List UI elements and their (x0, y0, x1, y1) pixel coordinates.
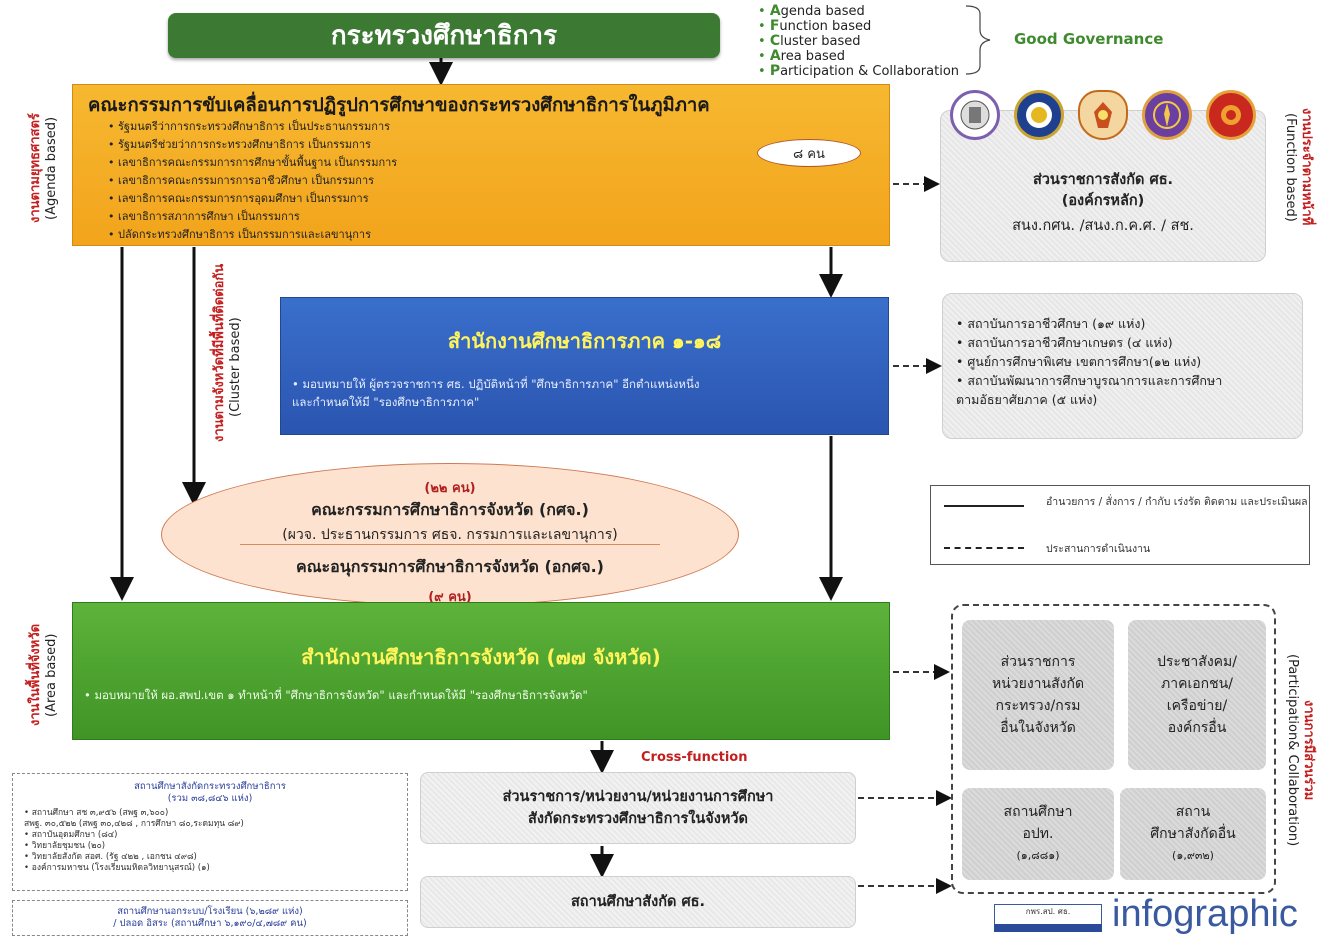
list-item: • สถานศึกษา สช ๓,๙๕๖ (สพฐ ๓,๖๐๐) (24, 808, 169, 818)
governance-item: • Cluster based (758, 33, 861, 50)
other-agencies-box: ส่วนราชการหน่วยงานสังกัด กระทรวง/กรมอื่น… (962, 620, 1114, 770)
agency-seal-icon (950, 90, 1000, 140)
participation-group (951, 604, 1276, 894)
governance-item: • Area based (758, 48, 846, 65)
list-item: • สถาบันพัฒนาการศึกษาบูรณาการและการศึกษา (956, 373, 1223, 388)
list-item: • เลขาธิการสภาการศึกษา เป็นกรรมการ (108, 210, 300, 223)
legend-solid-label: อำนวยการ / สั่งการ / กำกับ เร่งรัด ติดตา… (1046, 496, 1308, 508)
list-item: • รัฐมนตรีช่วยว่าการกระทรวงศึกษาธิการ เป… (108, 138, 371, 151)
participation-side-label: งานการมีส่วนร่วม(Participation& Collabor… (1285, 653, 1316, 847)
infographic-brand: infographic (1112, 893, 1298, 935)
agency-seal-icon (1078, 90, 1128, 140)
list-item: • รัฐมนตรีว่าการกระทรวงศึกษาธิการ เป็นปร… (108, 120, 391, 133)
agency-title: ส่วนราชการสังกัด ศธ. (องค์กรหลัก) (1032, 172, 1174, 209)
legend-dashed-line (944, 547, 1024, 549)
civil-society-box: ประชาสังคม/ภาคเอกชน/ เครือข่าย/องค์กรอื่… (1128, 620, 1266, 770)
committee-member-list: • รัฐมนตรีว่าการกระทรวงศึกษาธิการ เป็นปร… (108, 118, 397, 244)
provincial-units-box: ส่วนราชการ/หน่วยงาน/หน่วยงานการศึกษา สัง… (420, 772, 856, 844)
nonformal-stats-box (12, 900, 408, 936)
area-side-label: งานในพื้นที่จังหวัด(Area based) (28, 623, 59, 727)
list-item: ตามอัธยาศัยภาค (๕ แห่ง) (956, 392, 1098, 407)
list-item: • องค์การมหาชน (โรงเรียนมหิดลวิทยานุสรณ์… (24, 863, 210, 873)
institutions-list: • สถาบันการอาชีวศึกษา (๑๙ แห่ง) • สถาบัน… (956, 314, 1222, 409)
committee-count-badge: ๘ คน (757, 139, 861, 167)
list-item: • สถาบันการอาชีวศึกษาเกษตร (๔ แห่ง) (956, 335, 1173, 350)
provincial-office-box (72, 602, 890, 740)
school-stats-title: สถานศึกษาสังกัดกระทรวงศึกษาธิการ (รวม ๓๘… (134, 781, 286, 804)
provincial-subcommittee-title: คณะอนุกรรมการศึกษาธิการจังหวัด (อกศจ.) (296, 557, 604, 576)
agency-seal-icon (1206, 90, 1256, 140)
governance-list: • Agenda based • Function based • Cluste… (758, 3, 960, 80)
list-item: • เลขาธิการคณะกรรมการการอาชีวศึกษา เป็นก… (108, 174, 375, 187)
ministry-header: กระทรวงศึกษาธิการ (168, 13, 720, 58)
moe-schools-box: สถานศึกษาสังกัด ศธ. (420, 876, 856, 928)
governance-item: • Participation & Collaboration (758, 63, 960, 80)
cross-function-label: Cross-function (641, 750, 748, 765)
agency-subtitle: สนง.กศน. /สนง.ก.ค.ศ. / สช. (1012, 218, 1194, 234)
list-item: • ปลัดกระทรวงศึกษาธิการ เป็นกรรมการและเล… (108, 228, 371, 241)
committee-title: คณะกรรมการขับเคลื่อนการปฏิรูปการศึกษาของ… (88, 95, 710, 116)
nonformal-stats-text: สถานศึกษานอกระบบ/โรงเรียน (๖,๒๘๙ แห่ง) /… (113, 906, 307, 929)
cluster-side-label: งานตามจังหวัดที่มีพื้นที่ติดต่อกัน(Clust… (212, 263, 243, 442)
ellipse-divider (240, 544, 660, 545)
list-item: • วิทยาลัยชุมชน (๒๐) (24, 841, 106, 851)
list-item: • ศูนย์การศึกษาพิเศษ เขตการศึกษา(๑๒ แห่ง… (956, 354, 1202, 369)
regional-office-title: สำนักงานศึกษาธิการภาค ๑-๑๘ (447, 329, 722, 353)
school-stats-box (12, 773, 408, 891)
good-governance-label: Good Governance (1014, 30, 1164, 48)
other-schools-box: สถานศึกษาสังกัดอื่น (๑,๙๓๒) (1120, 788, 1266, 880)
agency-seal-icon (1142, 90, 1192, 140)
provincial-committee-count: (๒๒ คน) (424, 481, 476, 496)
ministry-title: กระทรวงศึกษาธิการ (330, 21, 558, 51)
local-gov-schools-box: สถานศึกษาอปท. (๑,๘๘๑) (962, 788, 1114, 880)
list-item: • สถาบันอุดมศึกษา (๘๔) (24, 830, 118, 840)
list-item: • สถาบันการอาชีวศึกษา (๑๙ แห่ง) (956, 316, 1146, 331)
legend-solid-line (944, 505, 1024, 507)
agency-seal-icon (1014, 90, 1064, 140)
logo-flag-bar (994, 924, 1102, 932)
list-item: สพฐ. ๓๐,๕๒๒ (สพฐ ๓๐,๔๒๘ , การศึกษา ๘๐,ระ… (24, 819, 244, 829)
reform-committee-box (72, 84, 890, 246)
list-item: • เลขาธิการคณะกรรมการการศึกษาขั้นพื้นฐาน… (108, 156, 398, 169)
institutions-panel (942, 293, 1303, 439)
function-side-label: งานประจำตามหน้าที่(Function based) (1283, 108, 1314, 226)
provincial-committee-subtitle: (ผวจ. ประธานกรรมการ ศธจ. กรรมการและเลขาน… (282, 527, 618, 543)
list-item: • วิทยาลัยสังกัด สอศ. (รัฐ ๔๒๒ , เอกชน ๔… (24, 852, 197, 862)
provincial-office-title: สำนักงานศึกษาธิการจังหวัด (๗๗ จังหวัด) (301, 645, 661, 669)
regional-office-desc: • มอบหมายให้ ผู้ตรวจราชการ ศธ. ปฏิบัติหน… (292, 377, 700, 409)
provincial-committee-ellipse (161, 463, 739, 606)
provincial-subcommittee-count: (๙ คน) (428, 590, 472, 605)
governance-item: • Agenda based (758, 3, 865, 20)
provincial-office-desc: • มอบหมายให้ ผอ.สพป.เขต ๑ ทำหน้าที่ "ศึก… (84, 688, 588, 702)
provincial-committee-title: คณะกรรมการศึกษาธิการจังหวัด (กศจ.) (311, 500, 589, 519)
agenda-side-label: งานตามยุทธศาสตร์(Agenda based) (28, 113, 59, 223)
governance-item: • Function based (758, 18, 872, 35)
regional-office-box (280, 297, 889, 435)
school-stats-list: • สถานศึกษา สช ๓,๙๕๖ (สพฐ ๓,๖๐๐) สพฐ. ๓๐… (24, 808, 244, 874)
list-item: • เลขาธิการคณะกรรมการการอุดมศึกษา เป็นกร… (108, 192, 369, 205)
legend-dashed-label: ประสานการดำเนินงาน (1046, 543, 1151, 555)
legend (930, 485, 1310, 565)
